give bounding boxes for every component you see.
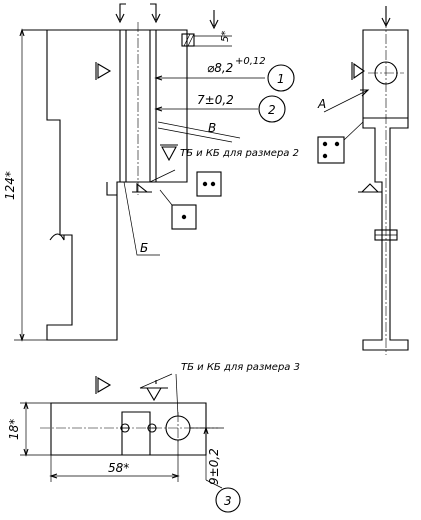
dim-top-offset-label: 9±0,2: [207, 448, 221, 485]
leader-v: [157, 121, 241, 139]
leader: [175, 373, 179, 417]
dim-top-length-label: 58*: [108, 461, 129, 475]
leader: [343, 121, 364, 141]
callout-circle-1: [267, 64, 295, 92]
front-hatch-block: [181, 33, 195, 47]
dot: [210, 181, 216, 187]
note-datum-size2: ТБ и КБ для размера 2: [180, 148, 299, 159]
datum-mark-shaft: [160, 144, 178, 162]
dim-arrow: [49, 473, 58, 479]
leader-a: [323, 89, 369, 113]
top-view: ТБ и КБ для размера 3 18* 58* 9±0,2 3: [7, 362, 300, 513]
leader: [205, 479, 223, 489]
front-outline: [22, 29, 188, 341]
clamp-arrow-left: [115, 3, 126, 24]
callout-circle-2: [258, 95, 286, 123]
dim-arrow: [19, 333, 25, 342]
datum-box-two-dots: [196, 171, 222, 197]
dim-arrow: [171, 473, 180, 479]
callout-3: 3: [224, 494, 232, 508]
callout-1: 1: [277, 72, 285, 86]
leader-arrow: [360, 89, 370, 97]
dim-arrow: [23, 448, 29, 457]
datum-box-three-dots: [317, 136, 345, 164]
dim-arrow: [203, 426, 209, 435]
label-v: В: [208, 121, 216, 135]
dot: [181, 214, 187, 220]
callout-2: 2: [268, 103, 276, 117]
hatch-line: [187, 33, 195, 47]
side-datum-mark: [351, 62, 365, 80]
dot: [322, 141, 328, 147]
datum-mark-bottom: [132, 182, 152, 193]
label-b: Б: [140, 241, 148, 255]
clamp-arrow-right: [150, 3, 161, 24]
dim-arrow: [23, 401, 29, 410]
top-datum-surface: [140, 380, 168, 402]
leader-b: [123, 181, 160, 256]
dim-offset: 7±0,2: [197, 93, 234, 107]
dim-diameter: ⌀8,2: [207, 61, 233, 75]
hatch-line: [183, 33, 191, 47]
leader: [159, 189, 173, 206]
front-notch: [49, 233, 65, 241]
dim-arrow: [154, 75, 163, 81]
callout-circle-3: [215, 487, 241, 513]
front-view: 124* 5* ⌀8,2 +0,12 1 7±0,2 2 В ТБ и КБ д…: [3, 3, 299, 342]
dim-overall-height: 124*: [3, 171, 17, 200]
datum-mark-left: [95, 62, 112, 80]
label-a: А: [317, 97, 326, 111]
dot: [202, 181, 208, 187]
dot: [322, 153, 328, 159]
leader: [149, 169, 176, 183]
datum-box-one-dot: [171, 204, 197, 230]
dim-top-height-label: 18*: [7, 419, 21, 440]
side-view: А: [317, 6, 409, 355]
dot: [334, 141, 340, 147]
side-outline: [362, 29, 409, 351]
front-lower-step: [106, 182, 117, 196]
leader: [139, 373, 173, 389]
side-clamp-arrow: [381, 6, 391, 28]
note-datum-size3: ТБ и КБ для размера 3: [181, 362, 300, 373]
dim-arrow: [19, 28, 25, 37]
clamp-arrow-top: [209, 10, 219, 30]
side-datum-bottom: [358, 183, 382, 193]
dim-arrow: [154, 106, 163, 112]
top-slot: [121, 411, 151, 455]
dim-diameter-tol: +0,12: [235, 56, 266, 67]
leader-v-2: [157, 127, 233, 143]
dim-small: 5*: [220, 31, 231, 42]
top-datum-left: [95, 376, 112, 394]
